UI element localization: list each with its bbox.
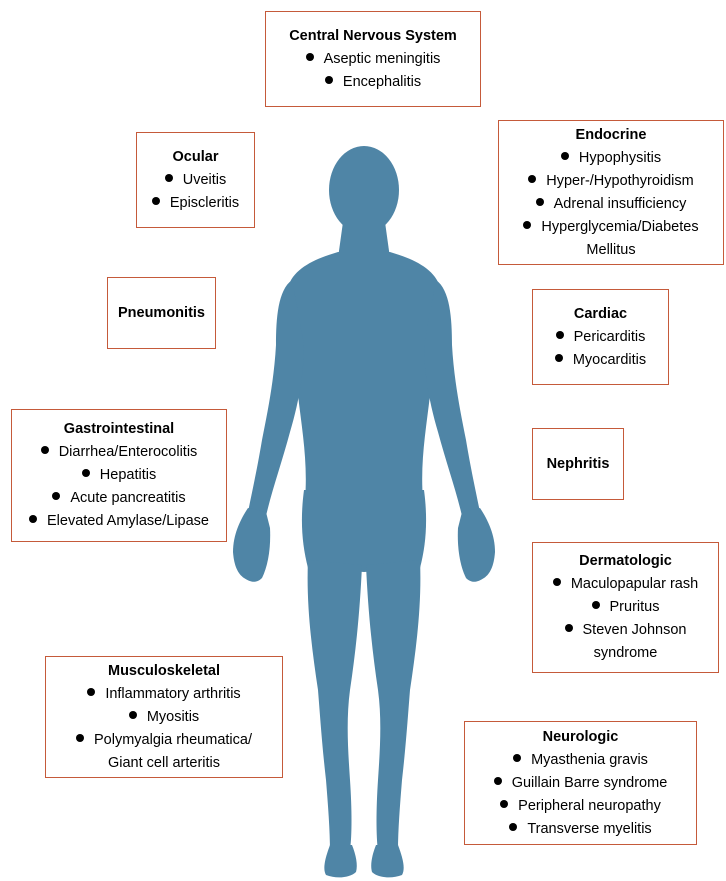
endocrine-list: Hypophysitis Hyper-/Hypothyroidism Adren… (505, 147, 717, 262)
ocular-box: Ocular Uveitis Episcleritis (136, 132, 255, 228)
cns-list: Aseptic meningitis Encephalitis (272, 48, 474, 94)
left-arm (248, 280, 304, 516)
gastrointestinal-box: Gastrointestinal Diarrhea/Enterocolitis … (11, 409, 227, 542)
nephritis-box: Nephritis (532, 428, 624, 500)
cardiac-title: Cardiac (539, 303, 662, 326)
endocrine-title: Endocrine (505, 124, 717, 147)
right-foot (371, 845, 403, 877)
dermatologic-box: Dermatologic Maculopapular rash Pruritus… (532, 542, 719, 673)
musculoskeletal-title: Musculoskeletal (52, 660, 276, 683)
list-item: Pruritus (539, 596, 712, 619)
endocrine-continuation: Mellitus (505, 239, 717, 262)
dermatologic-continuation: syndrome (539, 642, 712, 665)
ocular-list: Uveitis Episcleritis (143, 169, 248, 215)
nephritis-title: Nephritis (539, 453, 617, 476)
cardiac-list: Pericarditis Myocarditis (539, 326, 662, 372)
pelvis (302, 490, 426, 572)
list-item: Myasthenia gravis (471, 749, 690, 772)
list-item: Episcleritis (143, 192, 248, 215)
list-item: Guillain Barre syndrome (471, 772, 690, 795)
list-item: Adrenal insufficiency (505, 193, 717, 216)
endocrine-box: Endocrine Hypophysitis Hyper-/Hypothyroi… (498, 120, 724, 265)
list-item: Myositis (52, 706, 276, 729)
neurologic-box: Neurologic Myasthenia gravis Guillain Ba… (464, 721, 697, 845)
list-item: Myocarditis (539, 349, 662, 372)
list-item: Transverse myelitis (471, 818, 690, 841)
list-item: Hypophysitis (505, 147, 717, 170)
list-item: Inflammatory arthritis (52, 683, 276, 706)
torso (285, 252, 443, 500)
cns-title: Central Nervous System (272, 25, 474, 48)
pneumonitis-title: Pneumonitis (114, 302, 209, 325)
pneumonitis-box: Pneumonitis (107, 277, 216, 349)
head (329, 146, 399, 234)
left-hand (233, 508, 270, 582)
right-arm (424, 280, 480, 516)
gastrointestinal-list: Diarrhea/Enterocolitis Hepatitis Acute p… (18, 441, 220, 533)
list-item: Encephalitis (272, 71, 474, 94)
right-leg (366, 560, 420, 852)
list-item: Peripheral neuropathy (471, 795, 690, 818)
ocular-title: Ocular (143, 146, 248, 169)
gastrointestinal-title: Gastrointestinal (18, 418, 220, 441)
list-item: Diarrhea/Enterocolitis (18, 441, 220, 464)
list-item: Hyper-/Hypothyroidism (505, 170, 717, 193)
musculoskeletal-box: Musculoskeletal Inflammatory arthritis M… (45, 656, 283, 778)
list-item: Elevated Amylase/Lipase (18, 510, 220, 533)
left-leg (308, 560, 362, 852)
list-item: Pericarditis (539, 326, 662, 349)
list-item: Uveitis (143, 169, 248, 192)
dermatologic-title: Dermatologic (539, 550, 712, 573)
right-hand (458, 508, 495, 582)
list-item: Maculopapular rash (539, 573, 712, 596)
dermatologic-list: Maculopapular rash Pruritus Steven Johns… (539, 573, 712, 665)
neurologic-list: Myasthenia gravis Guillain Barre syndrom… (471, 749, 690, 841)
list-item: Acute pancreatitis (18, 487, 220, 510)
cns-box: Central Nervous System Aseptic meningiti… (265, 11, 481, 107)
list-item: Hepatitis (18, 464, 220, 487)
list-item: Polymyalgia rheumatica/Giant cell arteri… (52, 729, 276, 775)
cardiac-box: Cardiac Pericarditis Myocarditis (532, 289, 669, 385)
musculoskeletal-list: Inflammatory arthritis Myositis Polymyal… (52, 683, 276, 775)
list-item: Aseptic meningitis (272, 48, 474, 71)
neurologic-title: Neurologic (471, 726, 690, 749)
left-foot (324, 845, 356, 877)
musculoskeletal-continuation: Giant cell arteritis (52, 752, 276, 775)
